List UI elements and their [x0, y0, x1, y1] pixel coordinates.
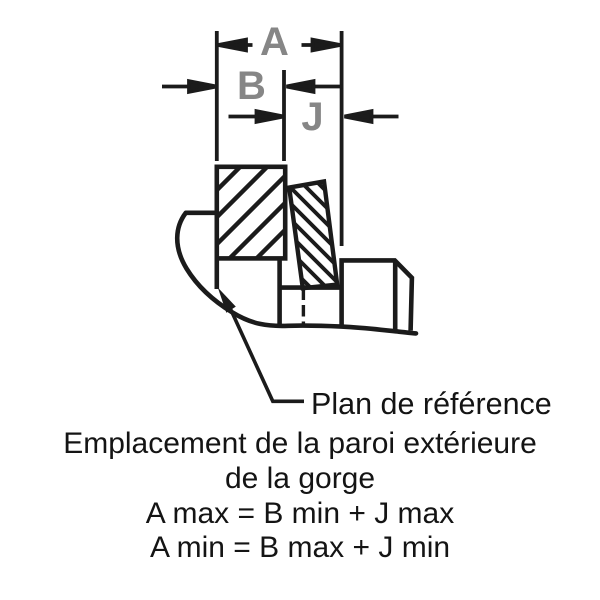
arrowhead-icon	[187, 78, 217, 95]
dimension-j	[228, 108, 399, 125]
arrowhead-icon	[310, 37, 341, 53]
reference-plane-label: Plan de référence	[311, 387, 552, 421]
dimension-label-b: B	[237, 64, 266, 108]
extension-lines	[214, 31, 344, 246]
arrowhead-icon	[344, 108, 374, 125]
hatch-lines-left	[216, 166, 286, 259]
arrowhead-icon	[286, 78, 316, 95]
dimension-a	[218, 37, 341, 53]
dimension-b	[162, 78, 344, 95]
leader-line	[217, 287, 304, 404]
outer-profile-curve	[174, 210, 419, 336]
caption-line-2: de la gorge	[224, 461, 376, 495]
dimension-label-a: A	[260, 20, 289, 64]
caption-line-1: Emplacement de la paroi extérieure	[63, 427, 537, 460]
caption-block: Emplacement de la paroi extérieure de la…	[0, 427, 600, 566]
right-block	[339, 258, 415, 331]
part-cross-section	[174, 164, 419, 336]
caption-formula-min: A min = B max + J min	[149, 531, 451, 565]
arrowhead-icon	[218, 37, 248, 53]
caption-formula-max: A max = B min + J max	[145, 496, 455, 530]
leader-arrowhead-icon	[217, 287, 236, 313]
dimension-label-j: J	[301, 95, 324, 139]
arrowhead-icon	[254, 108, 284, 125]
